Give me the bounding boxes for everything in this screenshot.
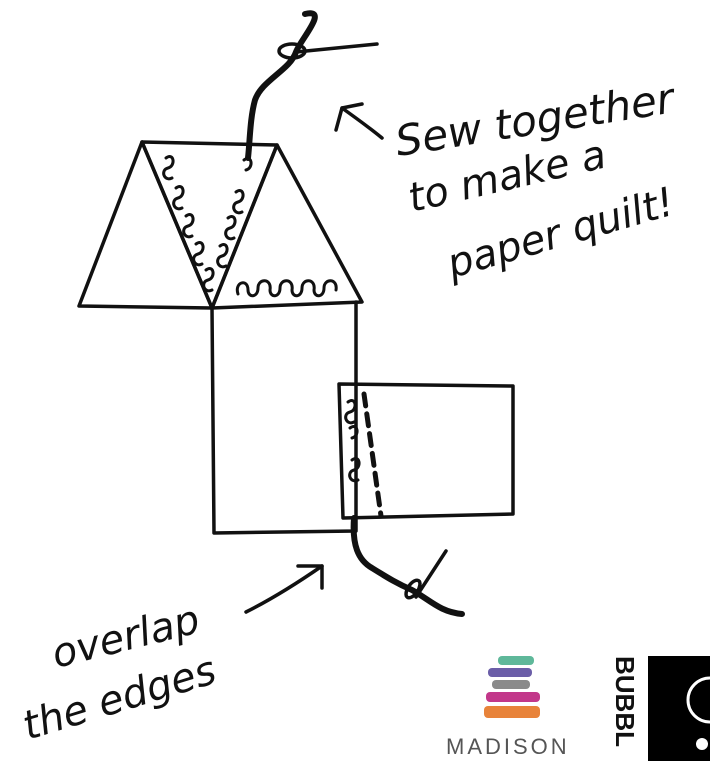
- thread-top: [248, 13, 315, 158]
- dashed-stitch-line: [364, 394, 381, 516]
- bubbl-logo-text: BUBBL: [610, 656, 640, 747]
- madison-logo: MADISON: [446, 656, 570, 759]
- arrow-icon-up-right: [246, 566, 322, 612]
- roof-middle-triangle: [142, 142, 277, 308]
- annotation-overlap-line2: the edges: [17, 647, 221, 749]
- house-square: [212, 302, 356, 533]
- needle-icon-bottom: [403, 551, 446, 600]
- arrow-icon-up-left: [336, 104, 382, 138]
- madison-logo-icon: [484, 656, 540, 718]
- madison-logo-text: MADISON: [446, 734, 570, 759]
- stitch-loops-bottom: [237, 281, 336, 296]
- bubbl-logo: BUBBL: [610, 656, 710, 761]
- thread-bottom: [354, 518, 462, 614]
- stitch-loops-left: [164, 157, 213, 291]
